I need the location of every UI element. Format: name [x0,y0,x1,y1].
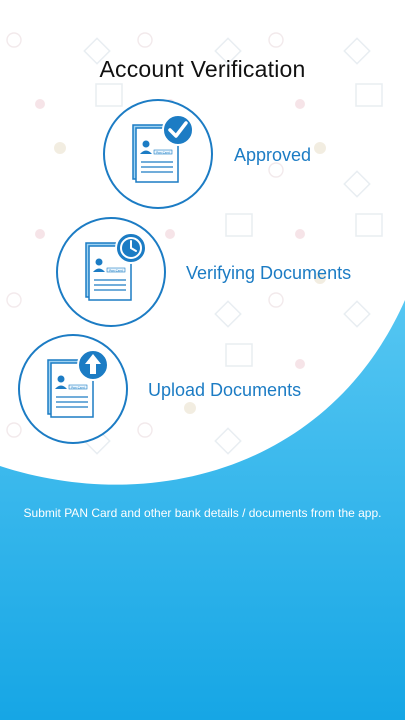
faint-pattern [6,32,383,455]
upload-step-circle: Pan Card [18,334,128,444]
svg-text:Pan Card: Pan Card [71,385,84,389]
step-label-upload: Upload Documents [148,380,302,400]
document-checkmark-icon: Pan Card [132,114,194,183]
step-label-verifying: Verifying Documents [186,263,352,283]
step-label-approved: Approved [234,145,312,165]
description-text: Submit PAN Card and other bank details /… [23,506,382,520]
approved-step-circle: Pan Card [103,99,213,209]
verifying-step-circle: Pan Card [56,217,166,327]
blue-wave-panel [0,300,405,720]
svg-text:Pan Card: Pan Card [156,150,169,154]
svg-text:Pan Card: Pan Card [109,268,122,272]
page-title: Account Verification [99,56,306,82]
document-clock-icon: Pan Card [85,232,147,301]
document-upload-icon: Pan Card [47,349,109,418]
